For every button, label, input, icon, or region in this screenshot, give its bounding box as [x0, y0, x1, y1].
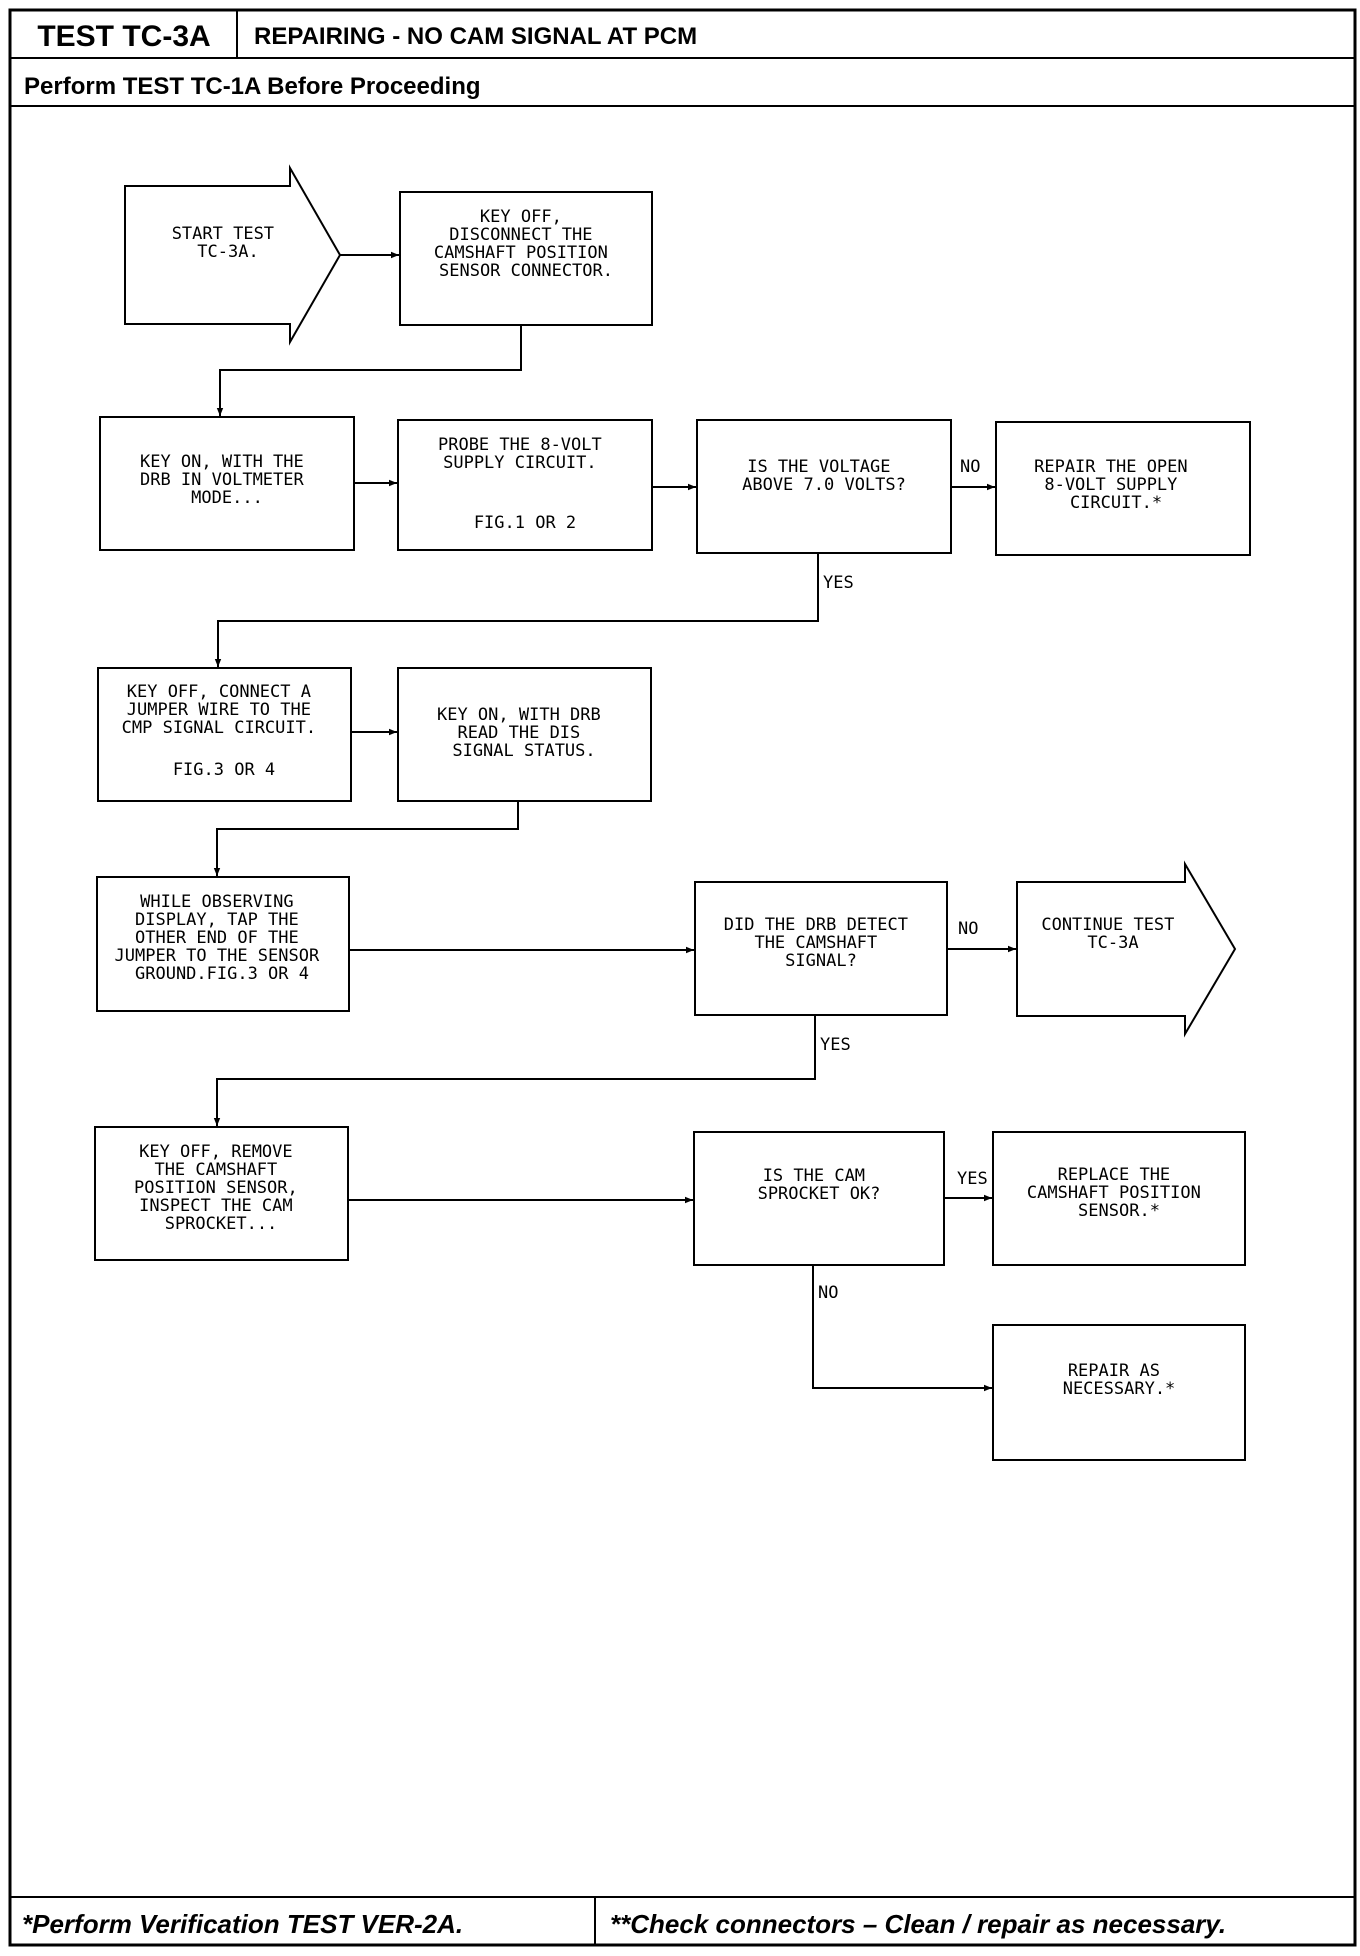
key-off-disconnect-box: [399, 191, 653, 326]
detect-yes-label: YES: [820, 1035, 851, 1055]
sprocket-no-label: NO: [818, 1283, 838, 1303]
read-dis-box: [397, 667, 652, 802]
footer-connectors-note: **Check connectors – Clean / repair as n…: [610, 1909, 1226, 1939]
continue-test-arrow-shape: [1016, 860, 1237, 1038]
edge-disconnect-to-voltmeter: [216, 325, 522, 416]
replace-sensor-text: REPLACE THE CAMSHAFT POSITION SENSOR.*: [1027, 1165, 1211, 1221]
key-off-disconnect-text: KEY OFF, DISCONNECT THE CAMSHAFT POSITIO…: [434, 207, 618, 281]
continue-test-text: CONTINUE TEST TC-3A: [1041, 915, 1184, 953]
connect-jumper-box: [97, 667, 352, 802]
key-on-voltmeter-text: KEY ON, WITH THE DRB IN VOLTMETER MODE..…: [140, 452, 314, 508]
page-frame: [8, 8, 1357, 1947]
voltage-no-label: NO: [960, 457, 980, 477]
repair-necessary-text: REPAIR AS NECESSARY.*: [1063, 1361, 1176, 1399]
sprocket-question-text: IS THE CAM SPROCKET OK?: [758, 1166, 881, 1204]
prerequisite-note: Perform TEST TC-1A Before Proceeding: [24, 73, 481, 100]
test-title: REPAIRING - NO CAM SIGNAL AT PCM: [254, 23, 697, 50]
connectors: [213, 251, 1016, 1392]
repair-open-text: REPAIR THE OPEN 8-VOLT SUPPLY CIRCUIT.*: [1034, 457, 1198, 513]
repair-necessary-box: [992, 1324, 1246, 1461]
voltage-question-text: IS THE VOLTAGE ABOVE 7.0 VOLTS?: [742, 457, 906, 495]
voltage-question-box: [696, 419, 952, 554]
drb-detect-question-box: [694, 881, 948, 1016]
replace-sensor-box: [992, 1131, 1246, 1266]
start-arrow-shape: [124, 164, 342, 346]
tap-jumper-text: WHILE OBSERVING DISPLAY, TAP THE OTHER E…: [115, 892, 330, 984]
remove-sensor-box: [94, 1126, 349, 1261]
footer-verification-note: *Perform Verification TEST VER-2A.: [22, 1909, 463, 1939]
voltage-yes-label: YES: [823, 573, 854, 593]
sprocket-question-box: [693, 1131, 945, 1266]
connect-jumper-text: KEY OFF, CONNECT A JUMPER WIRE TO THE CM…: [122, 682, 327, 780]
edge-read-to-tap: [213, 801, 519, 876]
edge-detect-yes: [213, 1015, 816, 1126]
remove-sensor-text: KEY OFF, REMOVE THE CAMSHAFT POSITION SE…: [134, 1142, 308, 1234]
test-id-label: TEST TC-3A: [37, 20, 210, 53]
probe-supply-box: [397, 419, 653, 551]
start-text: START TEST TC-3A.: [172, 224, 285, 262]
edge-sprocket-no: [812, 1265, 992, 1392]
drb-detect-question-text: DID THE DRB DETECT THE CAMSHAFT SIGNAL?: [724, 915, 918, 971]
repair-open-box: [995, 421, 1251, 556]
key-on-voltmeter-box: [99, 416, 355, 551]
flowchart: [94, 164, 1251, 1461]
detect-no-label: NO: [958, 919, 978, 939]
tap-jumper-box: [96, 876, 350, 1012]
read-dis-text: KEY ON, WITH DRB READ THE DIS SIGNAL STA…: [437, 705, 611, 761]
probe-supply-text: PROBE THE 8-VOLT SUPPLY CIRCUIT. FIG.1 O…: [438, 435, 612, 533]
sprocket-yes-label: YES: [957, 1169, 988, 1189]
edge-voltage-yes: [214, 553, 819, 667]
